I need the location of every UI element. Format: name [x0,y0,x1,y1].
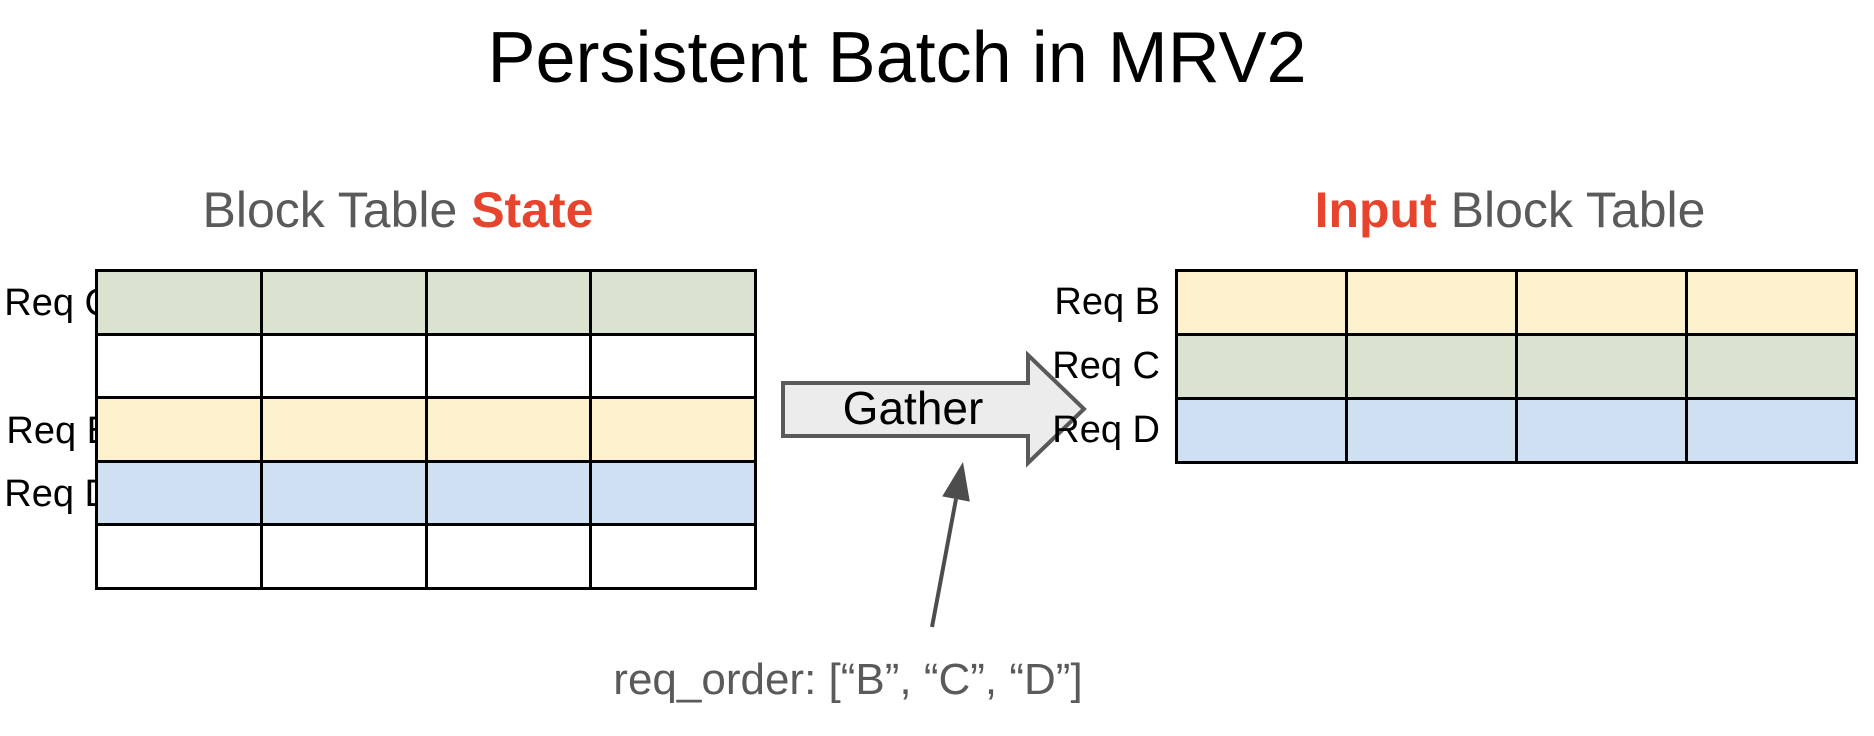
block-cell [262,335,425,397]
right-row-label-req-d: Req D [1052,409,1160,451]
block-cell [592,526,754,587]
block-cell [592,272,754,333]
block-cell [1518,400,1685,461]
right-row-label-req-c: Req C [1052,345,1160,387]
block-cell [98,335,260,397]
callout-arrow [930,462,970,628]
input-block-table-grid [1175,269,1858,464]
left-row-label-req-b: Req B [6,410,112,452]
left-table-heading: Block Table State [58,182,738,238]
block-cell [592,399,754,460]
block-cell [1688,272,1855,333]
gather-arrow [781,351,1087,468]
slide-title: Persistent Batch in MRV2 [487,18,1307,98]
block-cell [262,272,425,333]
right-row-label-req-b: Req B [1054,281,1160,323]
callout-arrow-line [930,498,958,628]
block-cell [1348,400,1515,461]
block-cell [262,526,425,587]
block-cell [1348,272,1515,333]
block-cell [1178,400,1345,461]
block-table-state-grid [95,269,757,590]
block-cell [262,399,425,460]
block-cell [98,399,260,460]
block-cell [427,526,590,587]
block-cell [592,335,754,397]
block-cell [427,462,590,524]
callout-arrow-head [942,462,970,502]
gather-arrow-shape [781,351,1087,468]
block-cell [427,335,590,397]
block-cell [1688,336,1855,397]
left-heading-highlight: State [471,182,594,238]
block-cell [1178,336,1345,397]
block-cell [427,399,590,460]
block-cell [1348,336,1515,397]
gather-arrow-label: Gather [842,382,984,434]
block-cell [1518,336,1685,397]
block-cell [98,272,260,333]
block-cell [262,462,425,524]
block-cell [98,526,260,587]
block-cell [427,272,590,333]
left-heading-normal: Block Table [202,182,472,238]
right-table-heading: Input Block Table [1170,182,1850,238]
block-cell [1518,272,1685,333]
left-row-label-req-c: Req C [4,282,112,324]
block-cell [1688,400,1855,461]
req-order-annotation: req_order: [“B”, “C”, “D”] [613,655,1083,704]
right-heading-highlight: Input [1314,182,1437,238]
block-cell [98,462,260,524]
block-cell [1178,272,1345,333]
block-cell [592,462,754,524]
right-heading-normal: Block Table [1436,182,1706,238]
left-row-label-req-d: Req D [4,473,112,515]
